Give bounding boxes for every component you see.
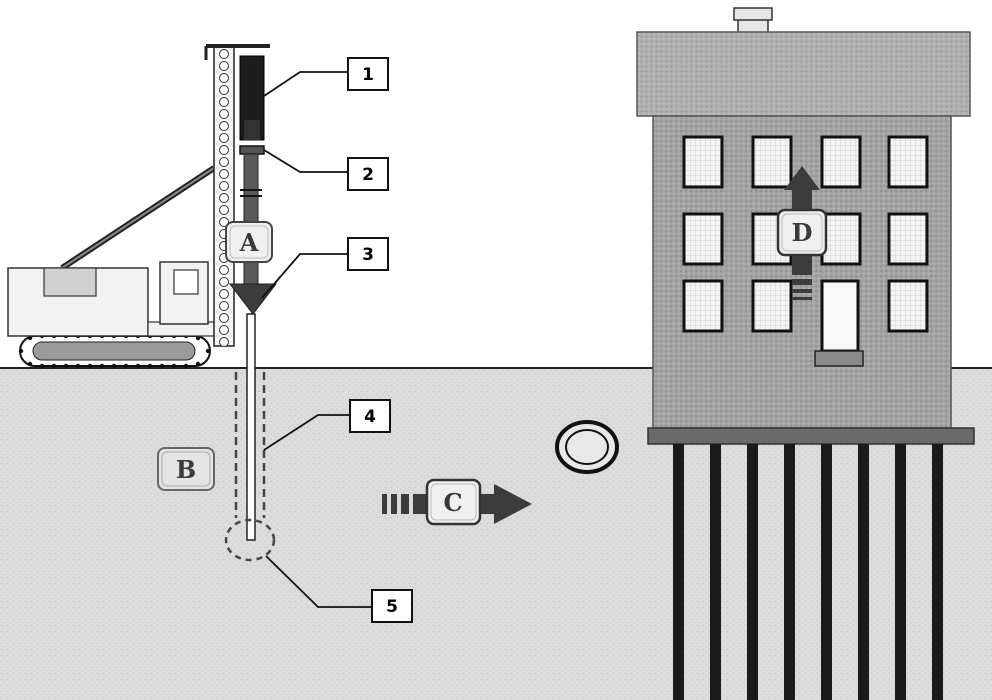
leader-1 (263, 71, 348, 97)
callout-5: 5 (371, 589, 413, 623)
building (636, 7, 975, 445)
driven-pile (224, 313, 276, 562)
callout-4-label: 4 (364, 407, 376, 427)
foundation-pile (932, 444, 943, 700)
impact-arrow (228, 283, 278, 315)
callout-5-label: 5 (386, 597, 398, 617)
foundation-pile (673, 444, 684, 700)
zone-label-c: C (425, 478, 482, 526)
window (682, 279, 724, 333)
window (820, 212, 862, 266)
window (682, 212, 724, 266)
window (751, 135, 793, 189)
window (887, 212, 929, 266)
window (887, 135, 929, 189)
leader-2 (263, 149, 348, 173)
foundation-pile (895, 444, 906, 700)
callout-3: 3 (347, 237, 389, 271)
foundation-piles (673, 444, 943, 700)
zone-label-d-text: D (792, 218, 813, 247)
pile-driving-rig (7, 44, 278, 369)
zone-label-b: B (157, 447, 215, 491)
callout-2: 2 (347, 157, 389, 191)
leader-3 (261, 253, 348, 299)
foundation-pile (821, 444, 832, 700)
pile (243, 153, 259, 287)
callout-4: 4 (349, 399, 391, 433)
zone-label-a-text: A (239, 228, 259, 257)
callout-leaders (261, 71, 372, 608)
foundation-pile (858, 444, 869, 700)
foundation-pile (710, 444, 721, 700)
window (751, 279, 793, 333)
buried-pipe (555, 420, 619, 474)
callout-1: 1 (347, 57, 389, 91)
foundation-pile (784, 444, 795, 700)
pile-cushion (239, 145, 265, 155)
zone-label-a: A (225, 221, 273, 263)
leader-5 (265, 555, 372, 608)
foundation-pile (747, 444, 758, 700)
building-vibration-arrow (784, 166, 820, 300)
pile-toe-zone (224, 518, 276, 562)
ground-vibration-arrow (382, 484, 532, 524)
zone-label-d: D (776, 208, 828, 257)
window (887, 279, 929, 333)
window (820, 135, 862, 189)
door (820, 279, 860, 353)
callout-3-label: 3 (362, 245, 374, 265)
roof (636, 31, 971, 117)
window (682, 135, 724, 189)
zone-label-c-text: C (443, 488, 462, 517)
callout-2-label: 2 (362, 165, 374, 185)
foundation-slab (647, 427, 975, 445)
zone-label-b-text: B (176, 455, 196, 484)
door-step (814, 350, 864, 367)
leader-4 (263, 414, 350, 451)
callout-1-label: 1 (362, 65, 374, 85)
